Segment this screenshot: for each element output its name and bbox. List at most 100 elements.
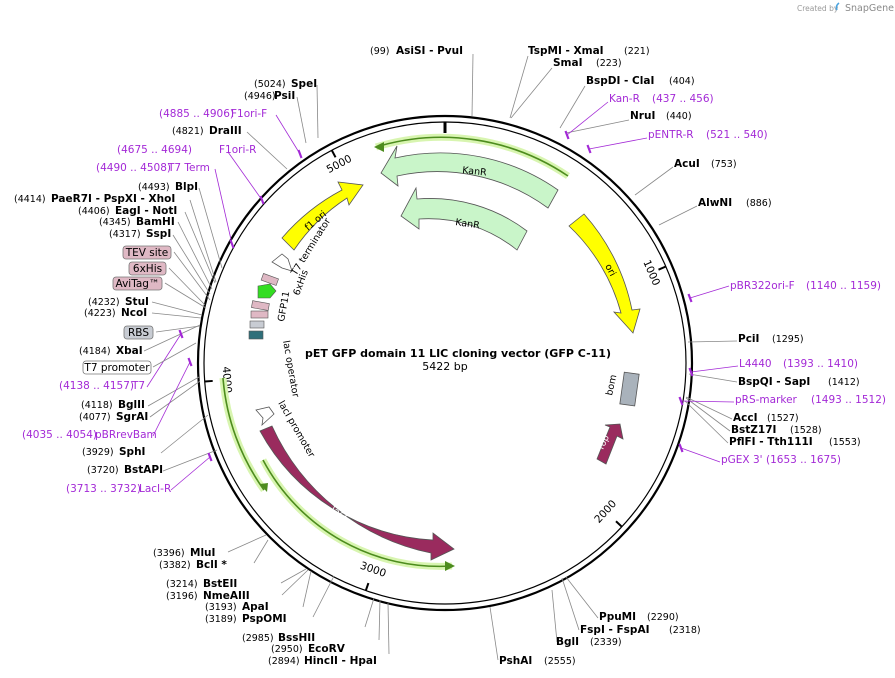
primer-site-pbrrevbam [187, 357, 193, 367]
enzyme-position-pcii: (1295) [772, 334, 804, 345]
enzyme-position-hincii: (2894) [268, 656, 300, 667]
enzyme-label-blpi: BlpI [175, 181, 198, 193]
enzyme-leader-mlui [227, 534, 267, 553]
enzyme-position-bspqi: (1412) [828, 377, 860, 388]
enzyme-position-pflfi: (1553) [829, 437, 861, 448]
enzyme-position-eagi: (4406) [78, 206, 110, 217]
enzyme-label-pflfi: PflFI - Tth111I [729, 436, 813, 448]
enzyme-label-mlui: MluI [190, 547, 215, 559]
enzyme-label-bamhi: BamHI [136, 216, 175, 228]
enzyme-position-sphi: (3929) [82, 447, 114, 458]
tick-label-1000: 1000 [640, 258, 662, 287]
primer-label-pgex3: pGEX 3' [721, 454, 763, 466]
primer-marks [178, 130, 694, 462]
kanr-outer-arrow [380, 145, 559, 209]
avitag-feature [250, 310, 269, 319]
enzyme-label-sgrai: SgrAI [116, 411, 148, 423]
enzyme-leader-spei [316, 84, 319, 139]
enzyme-position-bsshii: (2985) [242, 633, 274, 644]
primer-range-pbrrevbam: (4035 .. 4054) [22, 429, 97, 441]
enzyme-label-bgli: BglI [556, 636, 579, 648]
primer-site-laciR [207, 452, 213, 462]
enzyme-position-sspi: (4317) [109, 229, 141, 240]
primer-leader-pgex3 [680, 447, 721, 463]
enzyme-label-apai: ApaI [242, 601, 269, 613]
primer-label-t7term: T7 Term [167, 162, 210, 174]
f1-ori-arrow [281, 181, 364, 251]
enzyme-position-nrui: (440) [666, 111, 692, 122]
primer-label-kanr: Kan-R [609, 93, 640, 105]
rbs-feature [249, 320, 265, 329]
primer-label-f1oriR: F1ori-R [219, 144, 256, 156]
ori-arrow [568, 213, 641, 334]
enzyme-label-ppumi: PpuMI [599, 611, 636, 623]
tev-site-feature [260, 273, 279, 286]
enzyme-leader-sspi [172, 234, 211, 295]
primer-leader-f1oriF [275, 114, 301, 155]
labels: AsiSI - PvuI(99)TspMI - XmaI(221)SmaI(22… [14, 45, 886, 667]
sixhis-feature [251, 300, 270, 311]
enzyme-label-spei: SpeI [291, 78, 317, 90]
gfp11-feature [257, 283, 277, 299]
gfp11-label: GFP11 [276, 290, 292, 322]
enzyme-position-mlui: (3396) [153, 548, 185, 559]
enzyme-label-bsteii: BstEII [203, 578, 237, 590]
enzyme-position-fspi: (2318) [669, 625, 701, 636]
feature-box-avitag [112, 276, 163, 291]
enzyme-leader-ecorv [378, 599, 381, 641]
primer-leader-pentrr [588, 137, 648, 150]
feature-leader-tevsite [173, 251, 211, 301]
primer-range-prsmarker: (1493 .. 1512) [811, 394, 886, 406]
lac-operator-feature [248, 330, 264, 340]
enzyme-label-pspomi: PspOMI [242, 613, 287, 625]
enzyme-position-alwni: (886) [746, 198, 772, 209]
primer-range-laciR: (3713 .. 3732) [66, 483, 141, 495]
enzyme-position-tspmi: (221) [624, 46, 650, 57]
enzyme-position-blpi: (4493) [138, 182, 170, 193]
credit-created-by: Created by [797, 4, 839, 13]
enzyme-leader-stui [151, 301, 203, 316]
enzyme-position-bglii: (4118) [81, 400, 113, 411]
enzyme-label-xbai: XbaI [116, 345, 143, 357]
enzyme-leader-eagi [184, 211, 216, 284]
enzyme-leader-tspmi [509, 55, 529, 119]
enzyme-label-alwni: AlwNI [698, 197, 732, 209]
tick-label-5000: 5000 [325, 153, 354, 176]
enzyme-leader-pflfi [684, 400, 729, 444]
enzyme-label-acui: AcuI [674, 158, 700, 170]
enzyme-label-nmeaiii: NmeAIII [203, 590, 250, 602]
enzyme-position-psii: (4946) [244, 91, 276, 102]
enzyme-position-draiii: (4821) [172, 126, 204, 137]
enzyme-position-smai: (223) [596, 58, 622, 69]
primer-label-l4440: L4440 [739, 358, 772, 370]
primer-site-pgex3 [678, 443, 684, 453]
primer-range-pentrr: (521 .. 540) [706, 129, 768, 141]
enzyme-position-xbai: (4184) [79, 346, 111, 357]
tick-label-2000: 2000 [592, 498, 619, 526]
primer-leader-pbrrevbam [152, 361, 191, 437]
snapgene-logo-icon [835, 2, 840, 11]
enzyme-label-smai: SmaI [553, 57, 583, 69]
primer-site-pentrr [586, 144, 592, 154]
map-title: pET GFP domain 11 LIC cloning vector (GF… [305, 347, 611, 360]
feature-leader-avitag [164, 282, 207, 309]
kanr-outer-label: KanR [462, 165, 488, 179]
enzyme-leader-acui [634, 166, 674, 196]
primer-site-prsmarker [678, 396, 684, 406]
enzyme-label-sspi: SspI [146, 228, 171, 240]
enzyme-position-nmeaiii: (3196) [166, 591, 198, 602]
enzyme-label-eagi: EagI - NotI [115, 205, 177, 217]
enzyme-label-pshai: PshAI [499, 655, 532, 667]
enzyme-label-bsshii: BssHII [278, 632, 315, 644]
primer-site-kanr [564, 130, 570, 140]
map-length: 5422 bp [422, 360, 467, 373]
enzyme-label-hincii: HincII - HpaI [304, 655, 377, 667]
primer-site-pbr322ori [687, 293, 693, 303]
enzyme-label-ecorv: EcoRV [308, 643, 346, 655]
enzyme-leader-psii [296, 96, 307, 144]
enzyme-position-ncoi: (4223) [84, 308, 116, 319]
enzyme-leader-draiii [246, 131, 288, 170]
enzyme-leader-pspomi [312, 575, 335, 618]
enzyme-label-paer7i: PaeR7I - PspXI - XhoI [51, 193, 175, 205]
